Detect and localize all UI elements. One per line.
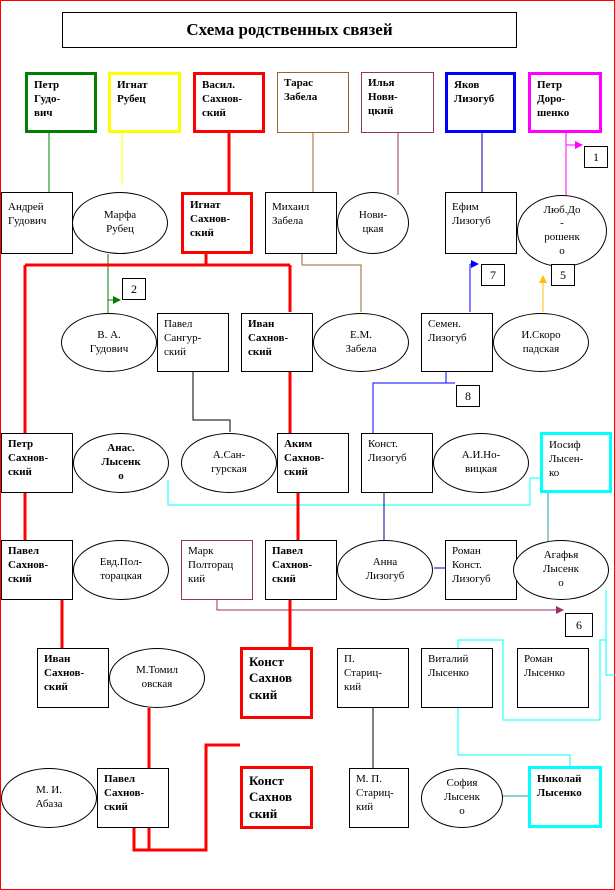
node-mikhail-zabela: Михаил Забела xyxy=(265,192,337,254)
node-novitskaya: Нови- цкая xyxy=(337,192,409,254)
marker-5: 5 xyxy=(551,264,575,286)
node-vasil-sakhnovsky: Васил. Сахнов- ский xyxy=(193,72,265,133)
marker-8: 8 xyxy=(456,385,480,407)
node-p-staritsky: П. Стариц- кий xyxy=(337,648,409,708)
node-ivan-sakhnovsky-1: Иван Сахнов- ский xyxy=(241,313,313,372)
node-anna-lizogub: Анна Лизогуб xyxy=(337,540,433,600)
node-ilya-novitsky: Илья Нови- цкий xyxy=(361,72,434,133)
marker-6: 6 xyxy=(565,613,593,637)
node-evd-poltoratskaya: Евд.Пол- торацкая xyxy=(73,540,169,600)
node-mp-staritsky: М. П. Стариц- кий xyxy=(349,768,409,828)
node-a-sangurskaya: А.Сан- гурская xyxy=(181,433,277,493)
marker-7: 7 xyxy=(481,264,505,286)
node-em-zabela: Е.М. Забела xyxy=(313,313,409,372)
node-pavel-sakhnovsky-3: Павел Сахнов- ский xyxy=(97,768,169,828)
node-yakov-lizogub: Яков Лизогуб xyxy=(445,72,516,133)
node-taras-zabela: Тарас Забела xyxy=(277,72,349,133)
page-title: Схема родственных связей xyxy=(62,12,517,48)
node-iosif-lysenko: Иосиф Лысен- ко xyxy=(540,432,612,493)
node-ai-novitskaya: А.И.Но- вицкая xyxy=(433,433,529,493)
node-ignat-sakhnovsky: Игнат Сахнов- ский xyxy=(181,192,253,254)
node-konst-lizogub: Конст. Лизогуб xyxy=(361,433,433,493)
node-konst-sakhnovsky-1: Конст Сахнов ский xyxy=(240,647,313,719)
node-va-gudovich: В. А. Гудович xyxy=(61,313,157,372)
node-pavel-sakhnovsky-2: Павел Сахнов- ский xyxy=(265,540,337,600)
node-m-tomilovskaya: М.Томил овская xyxy=(109,648,205,708)
node-anas-lysenko: Анас. Лысенк о xyxy=(73,433,169,493)
node-semen-lizogub: Семен. Лизогуб xyxy=(421,313,493,372)
node-i-skoropadskaya: И.Скоро падская xyxy=(493,313,589,372)
node-petr-doroshenko: Петр Доро- шенко xyxy=(528,72,602,133)
node-mi-abaza: М. И. Абаза xyxy=(1,768,97,828)
node-andrey-gudovich: Андрей Гудович xyxy=(1,192,73,254)
node-agafya-lysenko: Агафья Лысенк о xyxy=(513,540,609,600)
node-sofia-lysenko: София Лысенк о xyxy=(421,768,503,828)
node-pavel-sakhnovsky-1: Павел Сахнов- ский xyxy=(1,540,73,600)
node-ivan-sakhnovsky-2: Иван Сахнов- ский xyxy=(37,648,109,708)
node-ignat-rubets: Игнат Рубец xyxy=(108,72,181,133)
node-roman-lysenko: Роман Лысенко xyxy=(517,648,589,708)
node-akim-sakhnovsky: Аким Сахнов- ский xyxy=(277,433,349,493)
node-konst-sakhnovsky-2: Конст Сахнов ский xyxy=(240,766,313,829)
node-vitaly-lysenko: Виталий Лысенко xyxy=(421,648,493,708)
node-roman-konst-lizogub: Роман Конст. Лизогуб xyxy=(445,540,517,600)
node-pavel-sangursky: Павел Сангур- ский xyxy=(157,313,229,372)
node-lyub-doroshenko: Люб.До - рошенк о xyxy=(517,195,607,267)
marker-2: 2 xyxy=(122,278,146,300)
node-petr-sakhnovsky: Петр Сахнов- ский xyxy=(1,433,73,493)
node-marfa-rubets: Марфа Рубец xyxy=(72,192,168,254)
marker-1: 1 xyxy=(584,146,608,168)
node-mark-poltoratsky: Марк Полторац кий xyxy=(181,540,253,600)
node-nikolay-lysenko: Николай Лысенко xyxy=(528,766,602,828)
node-petr-gudovich: Петр Гудо- вич xyxy=(25,72,97,133)
node-efim-lizogub: Ефим Лизогуб xyxy=(445,192,517,254)
